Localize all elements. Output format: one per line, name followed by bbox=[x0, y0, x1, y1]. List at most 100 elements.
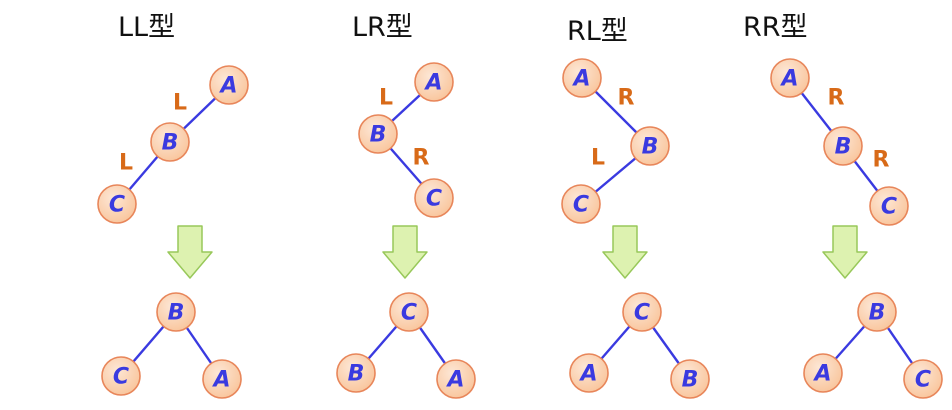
node-label: C bbox=[881, 195, 897, 220]
tree-node: C bbox=[903, 359, 943, 399]
down-arrow-icon bbox=[602, 225, 648, 279]
node-circle bbox=[336, 353, 376, 393]
edge-label: R bbox=[828, 86, 845, 111]
node-label: A bbox=[779, 67, 798, 92]
panel-rr: RR型 R R A B C B A C bbox=[743, 12, 943, 399]
node-label: A bbox=[571, 67, 590, 92]
node-circle bbox=[414, 178, 454, 218]
panel-ll: LL型 L L A B C B C A bbox=[97, 12, 249, 399]
tree-node: A bbox=[770, 58, 810, 98]
node-circle bbox=[97, 184, 137, 224]
down-arrow-icon bbox=[167, 225, 213, 279]
node-label: C bbox=[401, 301, 417, 326]
node-label: A bbox=[218, 74, 237, 99]
tree-node: B bbox=[823, 126, 863, 166]
edge-label: L bbox=[119, 151, 133, 176]
tree-node: B bbox=[630, 126, 670, 166]
node-circle bbox=[150, 122, 190, 162]
top-tree: L L A B C bbox=[97, 65, 249, 224]
tree-node: C bbox=[101, 356, 141, 396]
bottom-tree: B C A bbox=[101, 292, 242, 399]
node-circle bbox=[569, 353, 609, 393]
node-label: C bbox=[109, 193, 125, 218]
node-label: A bbox=[578, 362, 597, 387]
edge-label: L bbox=[173, 91, 187, 116]
tree-node: C bbox=[622, 292, 662, 332]
node-circle bbox=[903, 359, 943, 399]
tree-node: A bbox=[569, 353, 609, 393]
bottom-tree: B A C bbox=[803, 292, 943, 399]
edge-label: R bbox=[873, 148, 890, 173]
node-circle bbox=[823, 126, 863, 166]
node-label: B bbox=[642, 135, 659, 160]
node-circle bbox=[770, 58, 810, 98]
node-circle bbox=[670, 359, 710, 399]
edge-label: R bbox=[413, 146, 430, 171]
node-circle bbox=[436, 359, 476, 399]
tree-node: B bbox=[857, 292, 897, 332]
down-arrow-icon bbox=[822, 225, 868, 279]
node-label: A bbox=[445, 368, 464, 393]
panel-title: RL型 bbox=[567, 16, 628, 47]
node-label: A bbox=[812, 362, 831, 387]
tree-node: C bbox=[561, 184, 601, 224]
tree-node: C bbox=[389, 292, 429, 332]
panel-title: RR型 bbox=[743, 12, 808, 43]
node-label: C bbox=[915, 368, 931, 393]
edge-label: L bbox=[379, 86, 393, 111]
node-label: B bbox=[168, 301, 185, 326]
edge-label: L bbox=[591, 146, 605, 171]
tree-node: A bbox=[202, 359, 242, 399]
tree-node: C bbox=[414, 178, 454, 218]
tree-node: C bbox=[97, 184, 137, 224]
bottom-tree: C B A bbox=[336, 292, 476, 399]
edge-label: R bbox=[618, 86, 635, 111]
node-circle bbox=[857, 292, 897, 332]
tree-node: B bbox=[670, 359, 710, 399]
node-label: C bbox=[113, 365, 129, 390]
node-label: C bbox=[426, 187, 442, 212]
node-circle bbox=[358, 114, 398, 154]
top-tree: R L A B C bbox=[561, 58, 670, 224]
tree-node: B bbox=[156, 292, 196, 332]
tree-node: A bbox=[436, 359, 476, 399]
tree-node: B bbox=[150, 122, 190, 162]
node-circle bbox=[156, 292, 196, 332]
tree-node: B bbox=[358, 114, 398, 154]
node-label: B bbox=[682, 368, 699, 393]
node-label: C bbox=[634, 301, 650, 326]
node-circle bbox=[101, 356, 141, 396]
node-circle bbox=[389, 292, 429, 332]
node-label: A bbox=[423, 71, 442, 96]
node-label: A bbox=[211, 368, 230, 393]
arrow-shape bbox=[822, 225, 868, 279]
node-label: B bbox=[348, 362, 365, 387]
node-circle bbox=[803, 353, 843, 393]
panel-rl: RL型 R L A B C C A B bbox=[561, 16, 710, 399]
tree-node: A bbox=[209, 65, 249, 105]
tree-node: A bbox=[803, 353, 843, 393]
node-circle bbox=[209, 65, 249, 105]
arrow-shape bbox=[382, 225, 428, 279]
node-circle bbox=[622, 292, 662, 332]
panel-title: LL型 bbox=[118, 12, 175, 43]
node-circle bbox=[561, 184, 601, 224]
top-tree: L R A B C bbox=[358, 62, 454, 218]
node-circle bbox=[630, 126, 670, 166]
tree-node: C bbox=[869, 186, 909, 226]
arrow-shape bbox=[167, 225, 213, 279]
node-circle bbox=[869, 186, 909, 226]
node-label: B bbox=[869, 301, 886, 326]
tree-node: B bbox=[336, 353, 376, 393]
node-circle bbox=[414, 62, 454, 102]
tree-node: A bbox=[414, 62, 454, 102]
top-tree: R R A B C bbox=[770, 58, 909, 226]
bottom-tree: C A B bbox=[569, 292, 710, 399]
arrow-shape bbox=[602, 225, 648, 279]
node-label: B bbox=[835, 135, 852, 160]
node-label: B bbox=[370, 123, 387, 148]
node-circle bbox=[202, 359, 242, 399]
node-label: C bbox=[573, 193, 589, 218]
